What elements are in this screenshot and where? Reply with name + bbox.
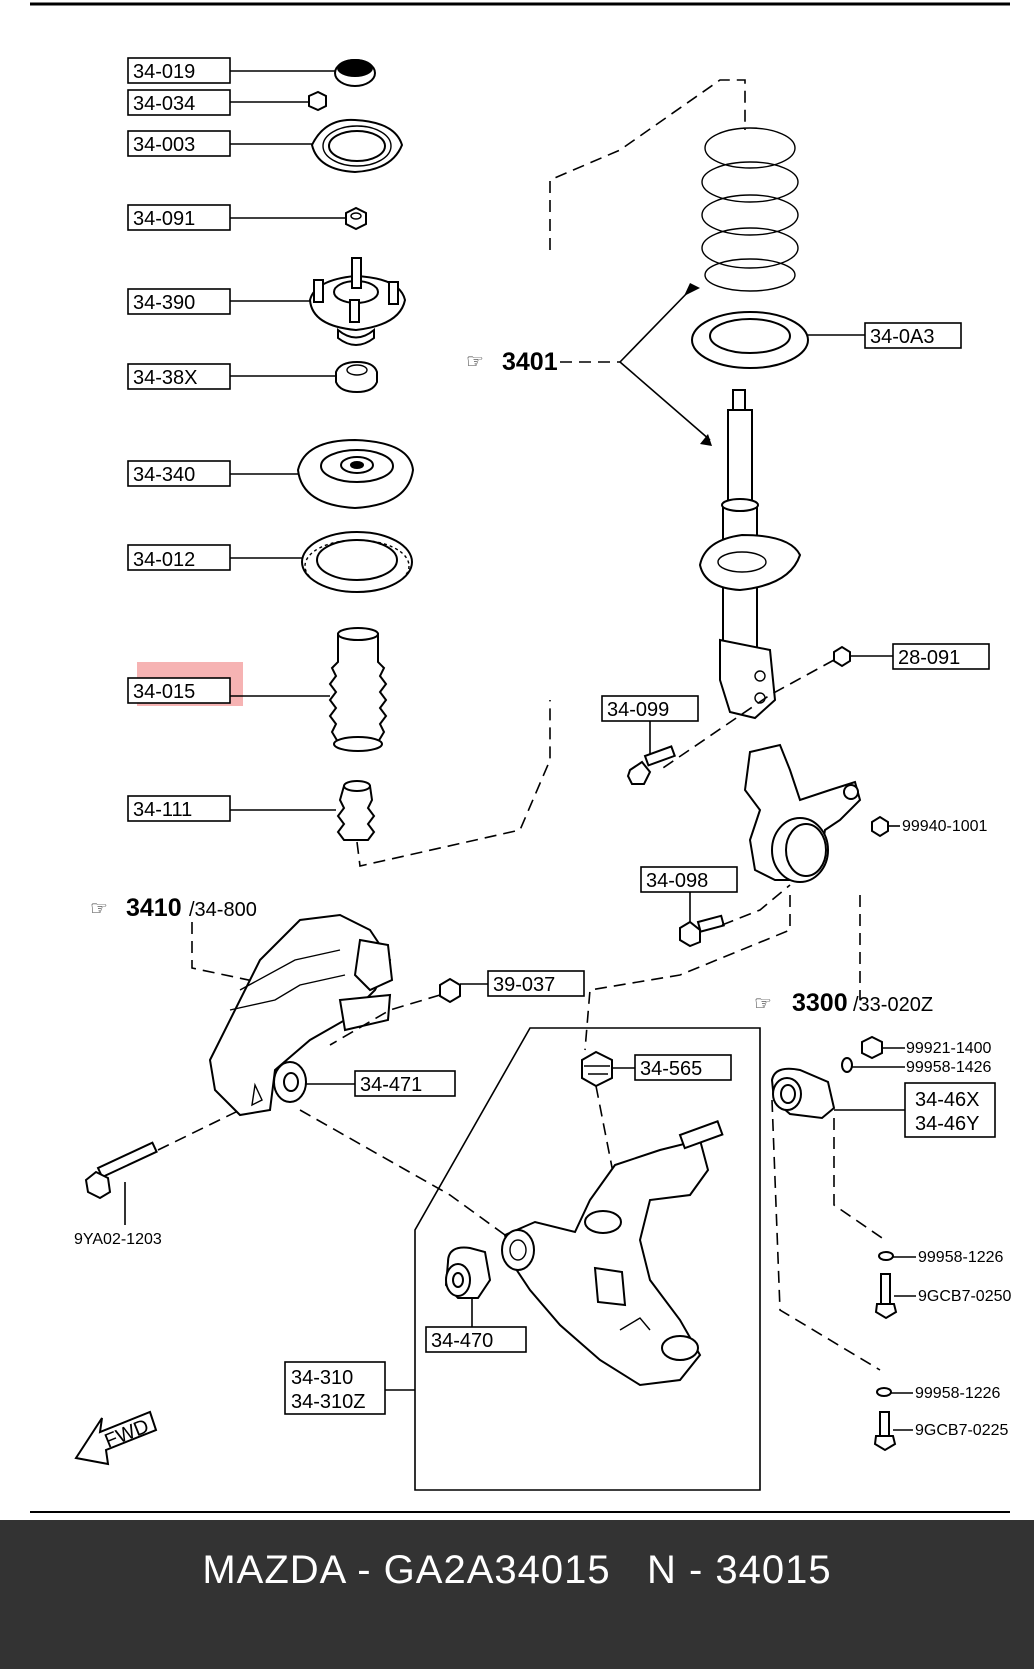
svg-text:☞: ☞: [754, 993, 772, 1015]
group-3401[interactable]: ☞ 3401: [466, 283, 712, 446]
svg-text:99958-1426: 99958-1426: [906, 1059, 992, 1076]
svg-text:34-111: 34-111: [133, 799, 192, 821]
svg-text:99958-1226: 99958-1226: [915, 1385, 1001, 1402]
svg-text:99958-1226: 99958-1226: [918, 1249, 1004, 1266]
part-34-310[interactable]: 34-310 34-310Z: [284, 1361, 415, 1415]
svg-text:34-034: 34-034: [133, 93, 195, 115]
part-99921-1400[interactable]: 99921-1400: [861, 1035, 992, 1060]
control-arm-frame: [414, 1027, 761, 1491]
svg-text:39-037: 39-037: [493, 974, 555, 996]
part-34-390[interactable]: 34-390: [127, 257, 407, 346]
part-34-012[interactable]: 34-012: [127, 531, 413, 593]
crossmember: [208, 913, 394, 1117]
footer-bar: MAZDA - GA2A34015 N - 34015: [0, 1520, 1034, 1669]
part-34-019[interactable]: 34-019: [127, 57, 376, 87]
shock-absorber: [698, 389, 802, 720]
part-99958-1226-a[interactable]: 99958-1226: [878, 1249, 1004, 1266]
svg-text:34-003: 34-003: [133, 134, 195, 156]
svg-text:3300: 3300: [792, 989, 848, 1017]
svg-text:9GCB7-0225: 9GCB7-0225: [915, 1422, 1008, 1439]
part-34-015[interactable]: 34-015: [127, 627, 388, 752]
svg-text:34-340: 34-340: [133, 464, 195, 486]
group-3410[interactable]: ☞ 3410 /34-800: [90, 894, 259, 983]
part-9GCB7-0225[interactable]: 9GCB7-0225: [873, 1411, 1008, 1452]
svg-text:34-38X: 34-38X: [133, 367, 198, 389]
part-34-003[interactable]: 34-003: [127, 118, 404, 174]
svg-text:28-091: 28-091: [898, 647, 960, 669]
svg-text:34-015: 34-015: [133, 681, 195, 703]
svg-text:34-098: 34-098: [646, 870, 708, 892]
part-99940-1001[interactable]: 99940-1001: [871, 815, 988, 838]
part-34-38X[interactable]: 34-38X: [127, 360, 378, 394]
part-34-470[interactable]: 34-470: [425, 1246, 527, 1353]
svg-text:34-470: 34-470: [431, 1330, 493, 1352]
part-34-099[interactable]: 34-099: [601, 695, 699, 785]
part-28-091[interactable]: 28-091: [659, 643, 990, 771]
svg-text:34-471: 34-471: [360, 1074, 422, 1096]
svg-text:3401: 3401: [502, 348, 558, 376]
svg-text:34-310Z: 34-310Z: [291, 1391, 366, 1413]
leader-3401-top: [549, 79, 746, 250]
svg-text:☞: ☞: [90, 898, 108, 920]
part-34-111[interactable]: 34-111: [127, 780, 376, 841]
leader-3401-bottom: [356, 700, 551, 867]
svg-text:99940-1001: 99940-1001: [902, 818, 988, 835]
fwd-arrow-icon: FWD: [74, 1410, 158, 1466]
steering-knuckle: [743, 743, 862, 883]
svg-text:34-310: 34-310: [291, 1367, 353, 1389]
svg-text:34-099: 34-099: [607, 699, 669, 721]
parts-diagram: 34-019 34-034 34-003 34-091 34-390: [30, 2, 1011, 1513]
svg-text:34-46X: 34-46X: [915, 1089, 980, 1111]
part-number-caption: MAZDA - GA2A34015 N - 34015: [202, 1548, 832, 1592]
svg-text:34-0A3: 34-0A3: [870, 326, 935, 348]
svg-text:9YA02-1203: 9YA02-1203: [74, 1231, 162, 1248]
part-34-471[interactable]: 34-471: [273, 1061, 456, 1103]
part-34-098[interactable]: 34-098: [640, 866, 791, 948]
svg-text:99921-1400: 99921-1400: [906, 1040, 992, 1057]
lower-control-arm: [299, 1109, 724, 1387]
svg-text:/33-020Z: /33-020Z: [853, 994, 933, 1016]
part-99958-1426[interactable]: 99958-1426: [841, 1057, 992, 1076]
svg-text:34-390: 34-390: [133, 292, 195, 314]
svg-text:9GCB7-0250: 9GCB7-0250: [918, 1288, 1011, 1305]
svg-text:34-019: 34-019: [133, 61, 195, 83]
part-34-0A3[interactable]: 34-0A3: [691, 311, 962, 369]
part-9YA02-1203[interactable]: 9YA02-1203: [74, 1109, 241, 1248]
part-39-037[interactable]: 39-037: [329, 970, 585, 1046]
svg-text:☞: ☞: [466, 351, 484, 373]
part-34-034[interactable]: 34-034: [127, 89, 327, 116]
svg-text:34-091: 34-091: [133, 208, 195, 230]
group-3300[interactable]: ☞ 3300 /33-020Z: [584, 895, 933, 1051]
part-34-340[interactable]: 34-340: [127, 438, 415, 510]
part-99958-1226-b[interactable]: 99958-1226: [876, 1385, 1001, 1402]
svg-text:/34-800: /34-800: [189, 899, 257, 921]
part-34-091[interactable]: 34-091: [127, 204, 367, 231]
part-9GCB7-0250[interactable]: 9GCB7-0250: [874, 1273, 1011, 1320]
svg-text:34-012: 34-012: [133, 549, 195, 571]
coil-spring: [701, 127, 799, 292]
part-34-46X-46Y[interactable]: 34-46X 34-46Y: [770, 1067, 996, 1371]
svg-text:34-46Y: 34-46Y: [915, 1113, 980, 1135]
svg-text:34-565: 34-565: [640, 1058, 702, 1080]
svg-text:3410: 3410: [126, 894, 182, 922]
